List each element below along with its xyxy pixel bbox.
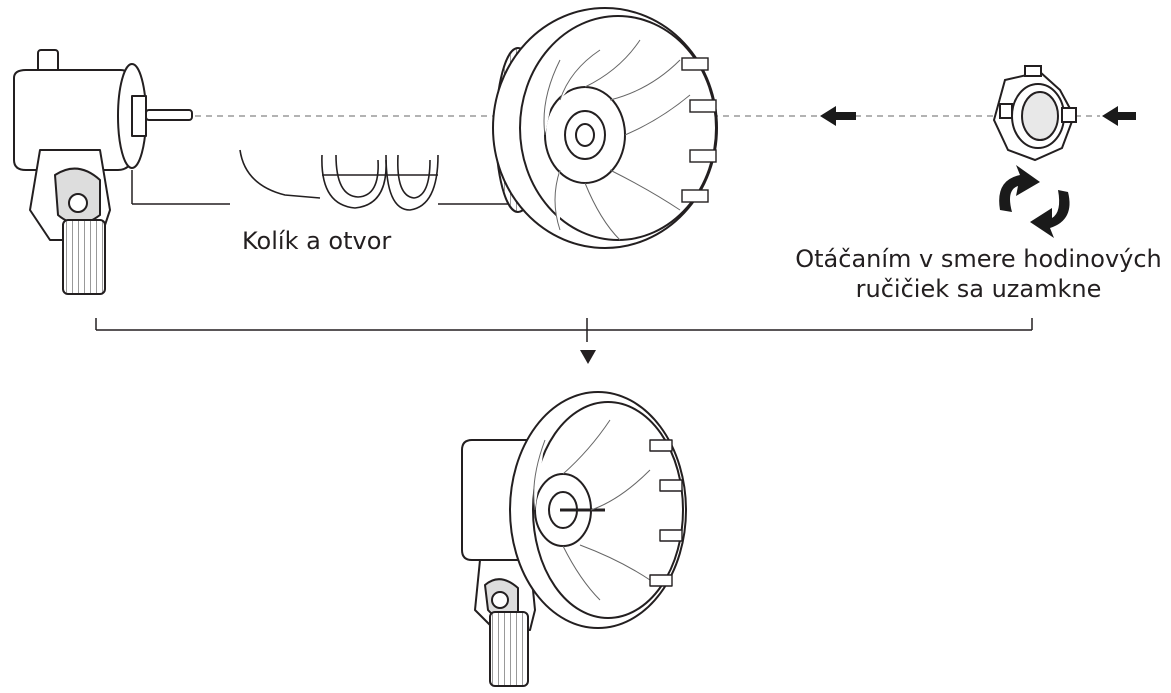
pin-hole-detail xyxy=(239,149,520,211)
locking-nut-icon xyxy=(992,65,1077,162)
direction-arrow-icon-right xyxy=(1102,106,1136,126)
assembly-bracket xyxy=(95,318,1033,342)
pin-hole-label: Kolík a otvor xyxy=(242,227,392,255)
assembled-fan-icon xyxy=(461,391,687,687)
rotate-lock-label-line2: ručičiek sa uzamkne xyxy=(855,275,1102,303)
down-triangle-icon xyxy=(580,350,596,364)
motor-housing-icon xyxy=(13,49,230,295)
rotate-lock-label-line1: Otáčaním v smere hodinových xyxy=(795,245,1162,273)
rotate-lock-label: Otáčaním v smere hodinových ručičiek sa … xyxy=(786,244,1171,304)
direction-arrow-icon xyxy=(820,106,856,126)
rotate-clockwise-arrow-icon xyxy=(999,165,1070,238)
fan-blade-icon xyxy=(492,7,718,249)
